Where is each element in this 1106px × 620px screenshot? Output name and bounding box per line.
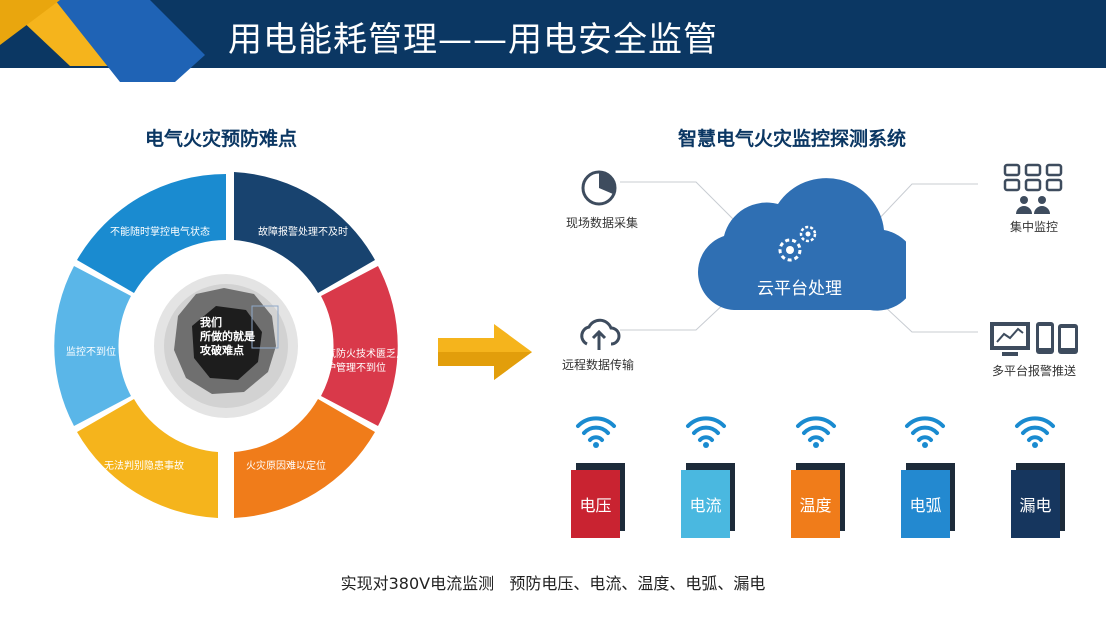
multi-device-icon [990,322,1078,356]
segment-label-1: 不能随时掌控电气状态 [110,227,210,238]
segment-shape-1 [77,174,226,293]
node-label-central-monitoring: 集中监控 [1010,220,1059,234]
connector-lines [620,181,978,333]
segment-shape-4 [234,399,375,518]
left-panel-title: 电气火灾预防难点 [145,128,298,150]
segment-shape-3 [321,266,398,426]
right-panel-title: 智慧电气火灾监控探测系统 [678,128,907,150]
sensor-label-current: 电流 [689,496,722,515]
node-label-remote-transmission: 远程数据传输 [562,358,635,372]
segment-label-5: 无法判别隐患事故 [104,461,184,472]
wifi-icon-2 [686,416,726,448]
wifi-icon-3 [796,416,836,448]
wifi-icon-4 [905,416,945,448]
sensor-leakage: 漏电 [1011,470,1060,538]
segment-shape-2 [234,172,375,293]
cloud-platform-label: 云平台处理 [757,279,842,299]
sensor-temperature: 温度 [791,470,840,538]
segment-label-4: 火灾原因难以定位 [246,461,326,472]
sensor-label-leakage: 漏电 [1019,496,1052,515]
wifi-icon-1 [576,416,616,448]
header-corner-logo [0,0,205,82]
sensor-label-arc: 电弧 [909,496,942,515]
sensor-current: 电流 [681,470,730,538]
bottom-caption: 实现对380V电流监测 预防电压、电流、温度、电弧、漏电 [340,574,766,593]
cloud-upload-icon [580,318,621,350]
sensor-label-temperature: 温度 [799,496,832,515]
segment-label-2: 故障报警处理不及时 [258,227,348,238]
node-label-alarm-push: 多平台报警推送 [992,364,1077,378]
clock-icon [581,170,617,206]
wifi-icon-5 [1015,416,1055,448]
segment-shape-5 [77,399,218,518]
segment-shape-6 [54,266,131,426]
cloud-platform-shape [698,178,906,311]
segment-label-3: 电气防火技术匮乏, 维护管理不到位 [316,349,400,374]
center-text: 我们 所做的就是 攻破难点 [200,316,255,357]
grid-monitor-icon [1003,163,1063,214]
sensor-label-voltage: 电压 [579,496,612,515]
sensor-arc: 电弧 [901,470,950,538]
node-label-data-collection: 现场数据采集 [566,216,639,230]
sensor-voltage: 电压 [571,470,620,538]
right-arrow-icon [438,324,532,380]
difficulty-cycle-wheel [54,172,398,518]
page-title: 用电能耗管理——用电安全监管 [228,20,718,60]
segment-label-6: 监控不到位 [66,347,116,358]
